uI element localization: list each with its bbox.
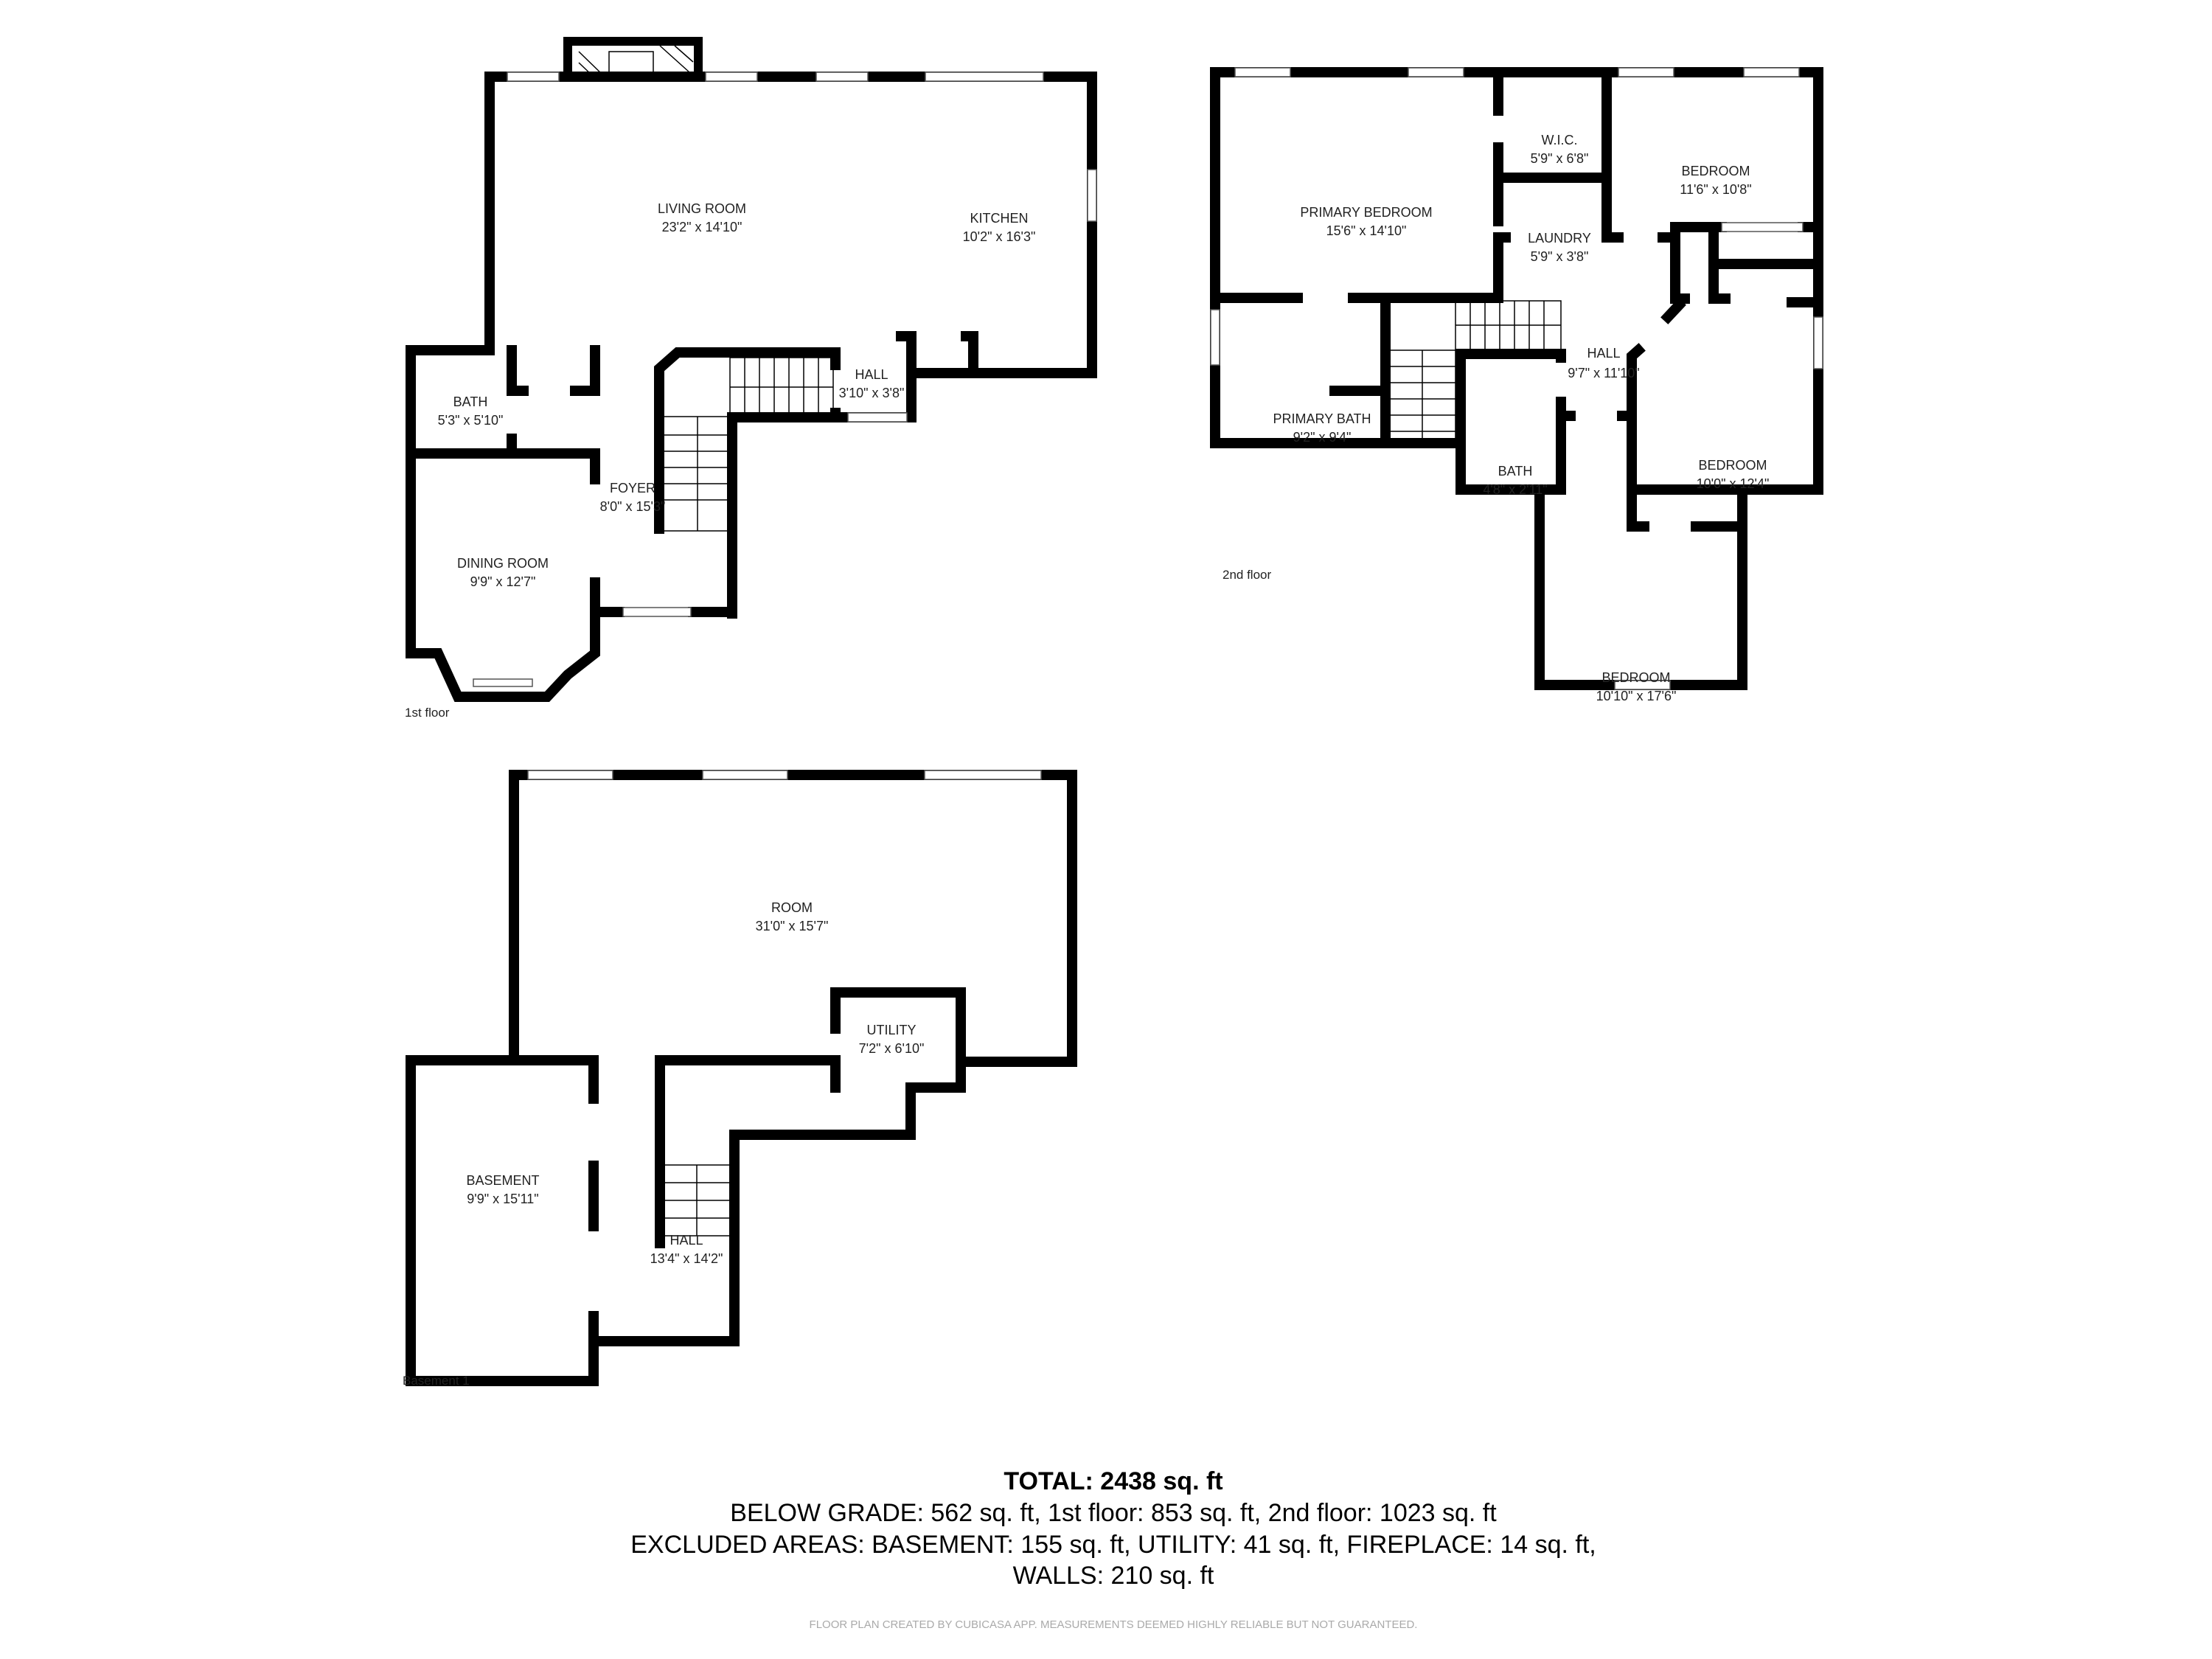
total-area: TOTAL: 2438 sq. ft bbox=[1004, 1467, 1222, 1495]
room-name: ROOM bbox=[771, 900, 813, 915]
room-size: 9'9" x 12'7" bbox=[470, 574, 536, 589]
window bbox=[507, 72, 560, 82]
room-size: 10'2" x 16'3" bbox=[963, 229, 1036, 244]
floor-label: 1st floor bbox=[405, 706, 450, 720]
room-size: 13'4" x 14'2" bbox=[650, 1251, 723, 1266]
window bbox=[473, 678, 533, 687]
room-name: PRIMARY BEDROOM bbox=[1300, 205, 1432, 220]
room-name: LAUNDRY bbox=[1528, 231, 1591, 246]
window bbox=[1618, 67, 1674, 77]
room-size: 4'8" x 2'11" bbox=[1483, 482, 1547, 497]
room-name: BEDROOM bbox=[1681, 164, 1750, 178]
floor-label: Basement 1 bbox=[403, 1374, 470, 1388]
room-size: 11'6" x 10'8" bbox=[1680, 182, 1751, 197]
sliding-door bbox=[924, 770, 1042, 780]
room-name: BEDROOM bbox=[1601, 670, 1670, 685]
window bbox=[1234, 67, 1291, 77]
window bbox=[1721, 222, 1804, 232]
window bbox=[1210, 309, 1220, 366]
area-breakdown: BELOW GRADE: 562 sq. ft, 1st floor: 853 … bbox=[730, 1499, 1497, 1527]
staircase bbox=[663, 357, 834, 532]
room-name: KITCHEN bbox=[970, 211, 1028, 226]
room-size: 9'7" x 11'10" bbox=[1568, 366, 1639, 380]
room-size: 10'0" x 12'4" bbox=[1697, 476, 1770, 491]
first-floor-plan: LIVING ROOM 23'2" x 14'10" KITCHEN 10'2"… bbox=[405, 37, 1097, 720]
room-name: UTILITY bbox=[866, 1023, 916, 1037]
room-size: 8'0" x 15'3" bbox=[600, 499, 666, 514]
room-name: W.I.C. bbox=[1542, 133, 1578, 147]
room-name: FOYER bbox=[610, 481, 655, 495]
second-floor-outer-walls bbox=[1210, 67, 1823, 690]
floor-label: 2nd floor bbox=[1222, 568, 1271, 582]
staircase bbox=[1389, 300, 1562, 444]
basement-plan: ROOM 31'0" x 15'7" UTILITY 7'2" x 6'10" … bbox=[403, 770, 1077, 1388]
disclaimer-footer: FLOOR PLAN CREATED BY CUBICASA APP. MEAS… bbox=[810, 1618, 1418, 1631]
area-summary: TOTAL: 2438 sq. ft BELOW GRADE: 562 sq. … bbox=[630, 1467, 1596, 1631]
room-size: 15'6" x 14'10" bbox=[1326, 223, 1407, 238]
room-name: HALL bbox=[855, 367, 888, 382]
window bbox=[705, 72, 758, 82]
room-name: LIVING ROOM bbox=[658, 201, 746, 216]
room-name: BEDROOM bbox=[1698, 458, 1767, 473]
room-size: 31'0" x 15'7" bbox=[756, 919, 829, 933]
excluded-areas: EXCLUDED AREAS: BASEMENT: 155 sq. ft, UT… bbox=[630, 1531, 1596, 1559]
basement-outer-walls bbox=[406, 770, 1077, 1386]
room-size: 23'2" x 14'10" bbox=[662, 220, 742, 234]
room-name: BASEMENT bbox=[466, 1173, 539, 1188]
window bbox=[1813, 316, 1823, 369]
staircase bbox=[662, 1164, 731, 1237]
room-name: HALL bbox=[1587, 346, 1620, 361]
room-name: BATH bbox=[453, 394, 488, 409]
sliding-door bbox=[925, 72, 1044, 82]
room-name: PRIMARY BATH bbox=[1273, 411, 1371, 426]
front-door bbox=[622, 607, 692, 617]
window bbox=[527, 770, 613, 780]
window bbox=[1614, 680, 1671, 690]
window bbox=[1408, 67, 1464, 77]
room-name: DINING ROOM bbox=[457, 556, 549, 571]
room-size: 3'10" x 3'8" bbox=[839, 386, 905, 400]
room-name: HALL bbox=[669, 1233, 703, 1248]
hall-opening bbox=[847, 412, 908, 422]
room-size: 7'2" x 6'10" bbox=[859, 1041, 925, 1056]
window bbox=[1743, 67, 1800, 77]
room-size: 9'9" x 15'11" bbox=[467, 1192, 538, 1206]
room-size: 5'9" x 3'8" bbox=[1531, 249, 1589, 264]
window bbox=[702, 770, 788, 780]
room-size: 10'10" x 17'6" bbox=[1596, 689, 1677, 703]
room-name: BATH bbox=[1498, 464, 1533, 479]
fireplace bbox=[563, 37, 703, 81]
window bbox=[1087, 169, 1097, 222]
room-size: 5'9" x 6'8" bbox=[1531, 151, 1589, 166]
walls-area: WALLS: 210 sq. ft bbox=[1013, 1562, 1214, 1590]
window bbox=[815, 72, 869, 82]
second-floor-plan: PRIMARY BEDROOM 15'6" x 14'10" W.I.C. 5'… bbox=[1210, 67, 1823, 703]
room-size: 9'2" x 9'4" bbox=[1293, 430, 1352, 445]
room-size: 5'3" x 5'10" bbox=[438, 413, 504, 428]
